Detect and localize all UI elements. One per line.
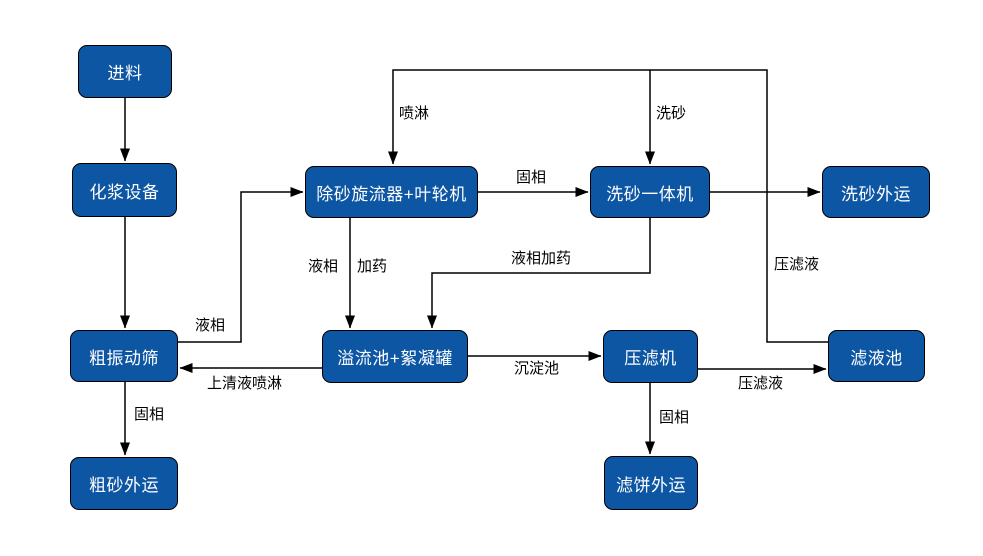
node-washed-sand-outbound: 洗砂外运: [822, 166, 930, 218]
edge-label-press-filtrate: 压滤液: [736, 375, 786, 393]
node-sand-washer: 洗砂一体机: [590, 166, 710, 218]
edge-label-liquid-phase-dosing: 液相加药: [509, 250, 574, 268]
node-coarse-sand-outbound: 粗砂外运: [70, 457, 178, 510]
node-slurry-equipment: 化浆设备: [72, 163, 177, 217]
edge-label-spray: 喷淋: [397, 105, 432, 123]
node-coarse-vibrating-screen: 粗振动筛: [70, 330, 178, 382]
edge-screen-to-cyclone: [178, 187, 304, 343]
node-filter-cake-outbound: 滤饼外运: [604, 456, 698, 510]
node-filter-press: 压滤机: [603, 330, 698, 383]
edge-label-liquid-phase-screen: 液相: [193, 317, 228, 335]
node-desanding-cyclone: 除砂旋流器+叶轮机: [305, 166, 478, 218]
edge-label-sand-wash: 洗砂: [654, 105, 689, 123]
node-overflow-flocculation: 溢流池+絮凝罐: [322, 330, 468, 383]
edge-label-supernatant-spray: 上清液喷淋: [205, 375, 285, 393]
node-feed: 进料: [78, 45, 172, 98]
edge-label-liquid-phase-cyclone: 液相: [306, 258, 341, 276]
edge-label-solid-phase-cyclone: 固相: [514, 169, 549, 187]
node-filtrate-pool: 滤液池: [828, 330, 925, 382]
edge-label-solid-phase-press: 固相: [657, 409, 692, 427]
edge-label-dosing: 加药: [355, 258, 390, 276]
edge-label-press-filtrate-recycle: 压滤液: [772, 256, 822, 274]
edge-label-sedimentation-pool: 沉淀池: [512, 360, 562, 378]
edge-label-solid-phase-screen: 固相: [132, 406, 167, 424]
edge-washer-to-overflow: [427, 218, 651, 329]
edge-filtrate-recycle-to-cyclone: [388, 69, 828, 343]
